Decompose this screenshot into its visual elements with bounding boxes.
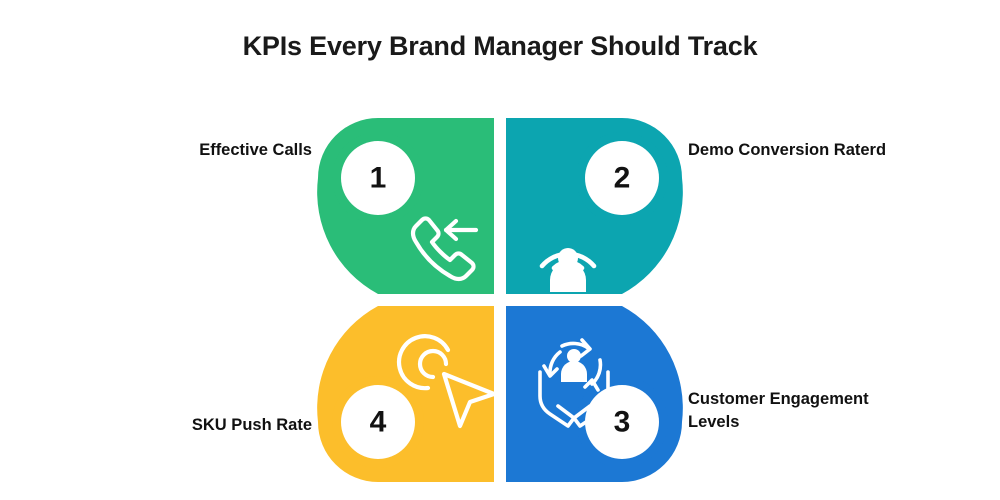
petal-4-number-circle[interactable]	[341, 385, 415, 459]
broadcast-person-icon	[539, 248, 597, 292]
petal-2-number: 2	[614, 162, 631, 195]
petal-1-group[interactable]: 1	[317, 118, 494, 294]
petal-2-number-circle[interactable]	[585, 141, 659, 215]
petal-label-demo-conversion-raterd: Demo Conversion Raterd	[688, 141, 887, 159]
petal-1-number: 1	[370, 162, 387, 195]
cursor-click-icon	[397, 334, 497, 429]
page-title: KPIs Every Brand Manager Should Track	[242, 31, 758, 61]
petal-3-number: 3	[614, 406, 631, 439]
petal-label-line-1: Customer Engagement	[688, 390, 869, 408]
petal-3-number-circle[interactable]	[585, 385, 659, 459]
petal-4-group[interactable]: 4	[317, 306, 497, 482]
petal-cluster: 1 2	[317, 118, 683, 482]
petal-1-number-circle[interactable]	[341, 141, 415, 215]
petal-2-group[interactable]: 2	[506, 118, 683, 294]
cursor-arrow	[441, 371, 497, 429]
petal-label-effective-calls: Effective Calls	[199, 141, 312, 159]
petal-4-number: 4	[370, 406, 387, 439]
petal-label-customer-engagement-levels: Customer Engagement Levels	[688, 388, 923, 435]
petal-label-line-2: Levels	[688, 413, 740, 432]
customer-retention-hands-icon	[538, 338, 610, 428]
incoming-call-icon	[410, 216, 479, 282]
petal-3-group[interactable]: 3	[506, 306, 683, 482]
petal-label-sku-push-rate: SKU Push Rate	[191, 416, 312, 434]
